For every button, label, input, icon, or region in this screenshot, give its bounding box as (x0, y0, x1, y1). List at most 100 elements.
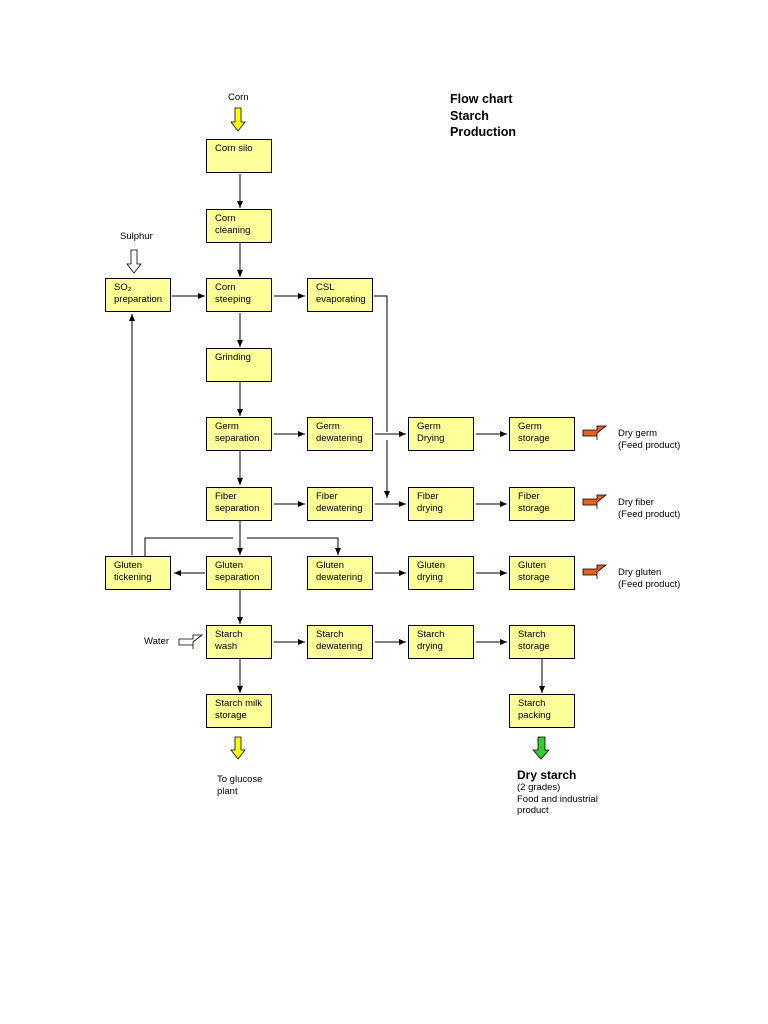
box-corn-cleaning-line-2: cleaning (215, 224, 251, 236)
box-gluten-storage: Gluten storage (509, 556, 575, 590)
box-germ-storage: Germ storage (509, 417, 575, 451)
dry-starch-detail-3: product (517, 805, 549, 816)
box-starch-drying-line-1: Starch (417, 629, 445, 640)
box-germ-dewatering-line-1: Germ (316, 421, 340, 432)
box-starch-drying: Starch drying (408, 625, 474, 659)
box-corn-steeping: Corn steeping (206, 278, 272, 312)
box-so2-preparation: SO₂ preparation (105, 278, 171, 312)
arrow-to-gluten-dewatering (247, 537, 339, 554)
box-germ-dewatering: Germ dewatering (307, 417, 373, 451)
box-corn-steeping-line-1: Corn (215, 282, 236, 293)
box-corn-cleaning-line-1: Corn (215, 213, 236, 224)
dry-germ-label-line-1: Dry germ (618, 428, 658, 439)
box-starch-packing: Starch packing (509, 694, 575, 728)
water-input-arrow (178, 634, 204, 649)
box-starch-drying-line-2: drying (417, 640, 443, 652)
box-gluten-drying-line-2: drying (417, 571, 443, 583)
glucose-output-arrow (230, 736, 246, 760)
box-corn-cleaning: Corn cleaning (206, 209, 272, 243)
germ-output-arrow (582, 425, 608, 440)
box-germ-separation: Germ separation (206, 417, 272, 451)
dry-gluten-label: Dry gluten (Feed product) (618, 567, 680, 590)
box-fiber-dewatering: Fiber dewatering (307, 487, 373, 521)
dry-fiber-label-line-2: (Feed product) (618, 508, 681, 520)
box-germ-storage-line-2: storage (518, 432, 550, 444)
box-starch-milk-storage: Starch milk storage (206, 694, 272, 728)
box-grinding: Grinding (206, 348, 272, 382)
sulphur-input-label: Sulphur (120, 231, 153, 242)
box-germ-dewatering-line-2: dewatering (316, 432, 363, 444)
box-gluten-drying: Gluten drying (408, 556, 474, 590)
box-so2-preparation-line-2: preparation (114, 293, 163, 305)
dry-starch-output-arrow (532, 736, 550, 760)
box-gluten-separation-line-2: separation (215, 571, 260, 583)
box-fiber-storage-line-2: storage (518, 502, 550, 514)
box-gluten-storage-line-1: Gluten (518, 560, 546, 571)
to-glucose-label-line-2: plant (217, 785, 238, 797)
box-fiber-storage-line-1: Fiber (518, 491, 540, 502)
box-fiber-drying-line-2: drying (417, 502, 443, 514)
box-germ-storage-line-1: Germ (518, 421, 542, 432)
box-starch-dewatering-line-2: dewatering (316, 640, 363, 652)
box-starch-storage-line-1: Starch (518, 629, 546, 640)
dry-fiber-label: Dry fiber (Feed product) (618, 497, 680, 520)
box-germ-separation-line-2: separation (215, 432, 260, 444)
corn-input-label: Corn (228, 92, 249, 103)
box-gluten-dewatering: Gluten dewatering (307, 556, 373, 590)
chart-title-line-1: Flow chart (450, 92, 513, 106)
box-starch-milk-storage-line-1: Starch milk (215, 698, 262, 709)
box-starch-wash-line-2: wash (215, 640, 238, 652)
box-gluten-separation: Gluten separation (206, 556, 272, 590)
box-gluten-tickening: Gluten tickening (105, 556, 171, 590)
box-gluten-drying-line-1: Gluten (417, 560, 445, 571)
box-csl-evaporating-line-2: evaporating (316, 293, 366, 305)
water-input-label: Water (144, 636, 169, 647)
box-gluten-dewatering-line-2: dewatering (316, 571, 363, 583)
box-corn-steeping-line-2: steeping (215, 293, 251, 305)
box-so2-preparation-line-1: SO₂ (114, 282, 132, 293)
chart-title-line-2: Starch (450, 108, 489, 123)
dry-gluten-label-line-1: Dry gluten (618, 567, 662, 578)
to-glucose-label-line-1: To glucose (217, 774, 263, 785)
dry-germ-label: Dry germ (Feed product) (618, 428, 680, 451)
box-gluten-storage-line-2: storage (518, 571, 550, 583)
box-fiber-separation-line-1: Fiber (215, 491, 237, 502)
box-corn-silo: Corn silo (206, 139, 272, 173)
box-fiber-separation: Fiber separation (206, 487, 272, 521)
box-starch-wash-line-1: Starch (215, 629, 243, 640)
box-germ-drying: Germ Drying (408, 417, 474, 451)
box-gluten-tickening-line-1: Gluten (114, 560, 142, 571)
gluten-output-arrow (582, 564, 608, 579)
corn-input-arrow (230, 107, 246, 132)
box-csl-evaporating-line-1: CSL (316, 282, 335, 293)
sulphur-input-arrow (126, 249, 142, 274)
dry-starch-label: Dry starch (2 grades) Food and industria… (517, 768, 598, 817)
box-grinding-line-1: Grinding (215, 352, 251, 363)
box-gluten-dewatering-line-1: Gluten (316, 560, 344, 571)
dry-starch-detail-1: (2 grades) (517, 782, 561, 793)
box-fiber-storage: Fiber storage (509, 487, 575, 521)
box-gluten-tickening-line-2: tickening (114, 571, 152, 583)
box-starch-packing-line-2: packing (518, 709, 551, 721)
box-starch-storage-line-2: storage (518, 640, 550, 652)
box-starch-dewatering: Starch dewatering (307, 625, 373, 659)
dry-gluten-label-line-2: (Feed product) (618, 578, 681, 590)
dry-germ-label-line-2: (Feed product) (618, 439, 681, 451)
box-gluten-separation-line-1: Gluten (215, 560, 243, 571)
box-germ-drying-line-1: Germ (417, 421, 441, 432)
line-gluten-recycle (144, 537, 233, 556)
box-fiber-dewatering-line-2: dewatering (316, 502, 363, 514)
box-starch-packing-line-1: Starch (518, 698, 546, 709)
dry-fiber-label-line-1: Dry fiber (618, 497, 654, 508)
box-corn-silo-line-1: Corn silo (215, 143, 253, 154)
box-starch-wash: Starch wash (206, 625, 272, 659)
box-starch-dewatering-line-1: Starch (316, 629, 344, 640)
box-germ-drying-line-2: Drying (417, 432, 445, 444)
box-fiber-dewatering-line-1: Fiber (316, 491, 338, 502)
arrow-csl-to-fiberdrying (374, 295, 388, 432)
box-fiber-drying: Fiber drying (408, 487, 474, 521)
box-csl-evaporating: CSL evaporating (307, 278, 373, 312)
box-starch-storage: Starch storage (509, 625, 575, 659)
box-germ-separation-line-1: Germ (215, 421, 239, 432)
